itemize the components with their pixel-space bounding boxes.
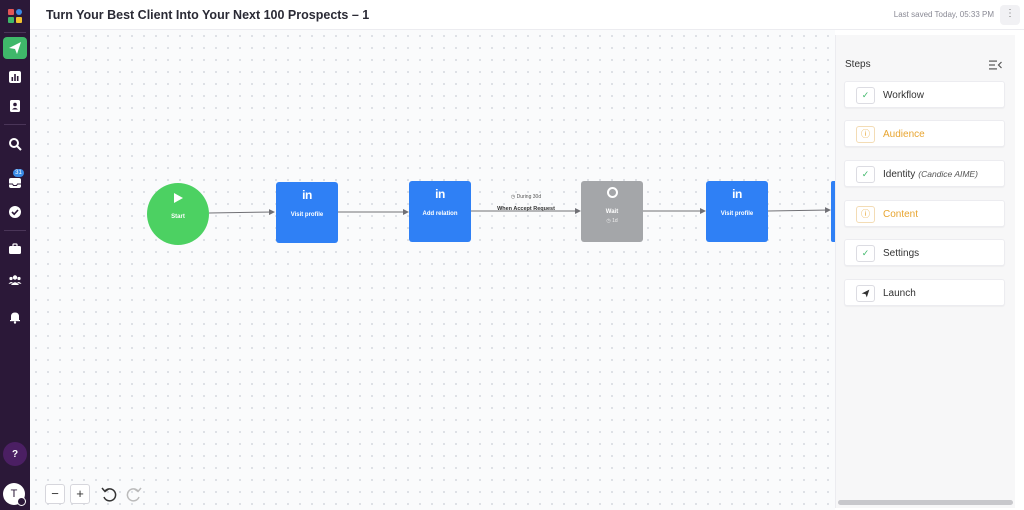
- wait-duration: ◷ 1d: [606, 218, 618, 224]
- step-label: Workflow: [883, 90, 924, 101]
- bell-icon[interactable]: [3, 306, 27, 328]
- node-label: Add relation: [422, 211, 458, 217]
- send-icon: [856, 285, 875, 302]
- search-icon[interactable]: [3, 133, 27, 155]
- left-sidebar: 31 ? T: [0, 0, 30, 510]
- steps-panel-title: Steps: [845, 59, 871, 70]
- undo-icon[interactable]: [100, 485, 118, 503]
- step-audience[interactable]: ⓘ Audience: [844, 120, 1005, 147]
- workflow-canvas[interactable]: Start in Visit profile in Add relation ◷…: [30, 30, 835, 510]
- page-title: Turn Your Best Client Into Your Next 100…: [46, 8, 370, 22]
- step-label: Identity: [883, 169, 916, 180]
- edge-duration-note: ◷ During 30d: [510, 194, 542, 200]
- more-options-button[interactable]: ⋮: [1000, 5, 1020, 25]
- identity-name: (Candice AIME): [918, 169, 978, 179]
- gear-icon: [17, 497, 26, 506]
- linkedin-icon: in: [302, 188, 312, 202]
- inbox-icon[interactable]: [3, 172, 27, 194]
- warning-icon: ⓘ: [856, 206, 875, 223]
- step-launch[interactable]: Launch: [844, 279, 1005, 306]
- inbox-badge: 31: [13, 169, 24, 177]
- timer-icon: [606, 187, 618, 198]
- step-content[interactable]: ⓘ Content: [844, 200, 1005, 227]
- linkedin-icon: in: [732, 187, 742, 201]
- visit-profile-node-2[interactable]: in Visit profile: [706, 181, 768, 242]
- linkedin-icon: in: [435, 187, 445, 201]
- edge-condition-label: When Accept Request: [497, 206, 555, 212]
- help-button[interactable]: ?: [3, 442, 27, 466]
- edge-visit-to-next: [767, 207, 831, 214]
- zoom-out-button[interactable]: −: [45, 484, 65, 504]
- last-saved-status: Last saved Today, 05:33 PM: [893, 10, 994, 19]
- wait-node[interactable]: Wait ◷ 1d: [581, 181, 643, 242]
- node-label: Visit profile: [290, 212, 324, 218]
- step-settings[interactable]: ✓ Settings: [844, 239, 1005, 266]
- check-icon: ✓: [856, 166, 875, 183]
- start-node-label: Start: [171, 214, 185, 220]
- step-identity[interactable]: ✓ Identity(Candice AIME): [844, 160, 1005, 187]
- team-icon[interactable]: [3, 269, 27, 291]
- play-icon: [173, 193, 183, 203]
- warning-icon: ⓘ: [856, 126, 875, 143]
- briefcase-icon[interactable]: [3, 238, 27, 260]
- zoom-in-button[interactable]: +: [70, 484, 90, 504]
- start-node[interactable]: Start: [147, 183, 209, 245]
- apps-logo-icon[interactable]: [3, 5, 27, 27]
- node-label: Wait: [605, 209, 619, 215]
- workflow-edges: [208, 207, 831, 216]
- sidebar-divider: [4, 230, 26, 231]
- step-label: Settings: [883, 248, 920, 259]
- panel-scrollbar[interactable]: [838, 500, 1013, 505]
- next-node-partial[interactable]: [831, 181, 835, 242]
- collapse-panel-icon[interactable]: [989, 60, 1002, 70]
- sidebar-divider: [4, 32, 26, 33]
- send-icon[interactable]: [3, 37, 27, 59]
- analytics-icon[interactable]: [3, 66, 27, 88]
- step-label-wrapper: Identity(Candice AIME): [883, 169, 978, 180]
- check-icon: ✓: [856, 87, 875, 104]
- step-label: Content: [883, 209, 919, 220]
- sidebar-divider: [4, 124, 26, 125]
- node-label: Visit profile: [720, 211, 754, 217]
- step-label: Audience: [883, 129, 925, 140]
- edge-start-to-visit: [208, 209, 275, 216]
- contacts-icon[interactable]: [3, 95, 27, 117]
- top-header: Turn Your Best Client Into Your Next 100…: [30, 0, 1024, 30]
- tasks-check-icon[interactable]: [3, 201, 27, 223]
- steps-panel: Steps ✓ Workflow ⓘ Audience ✓ Identity(C…: [835, 35, 1015, 508]
- step-workflow[interactable]: ✓ Workflow: [844, 81, 1005, 108]
- redo-icon[interactable]: [125, 485, 143, 503]
- add-relation-node[interactable]: in Add relation: [409, 181, 471, 242]
- step-label: Launch: [883, 288, 916, 299]
- check-icon: ✓: [856, 245, 875, 262]
- visit-profile-node[interactable]: in Visit profile: [276, 182, 338, 243]
